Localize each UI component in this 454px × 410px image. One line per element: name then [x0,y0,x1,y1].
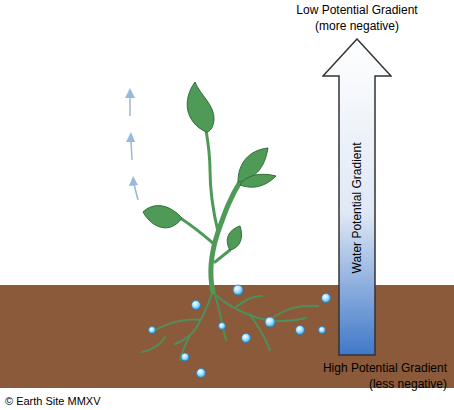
roots [142,290,318,360]
arrow-outline [323,39,391,355]
gradient-end-label: High Potential Gradient [323,361,447,375]
stem [180,130,240,292]
arrow-label: Water Potential Gradient [350,142,364,273]
gradient-end-label: Low Potential Gradient [296,3,417,17]
copyright-watermark: © Earth Site MMXV [5,394,101,408]
transpiration-arrows [125,88,138,200]
water-droplets [149,285,331,378]
leaves [143,82,276,250]
soil [0,285,454,388]
gradient-end-label: (less negative) [369,377,447,391]
gradient-end-label: (more negative) [315,19,399,33]
gradient-arrow: Water Potential Gradient [322,38,392,356]
